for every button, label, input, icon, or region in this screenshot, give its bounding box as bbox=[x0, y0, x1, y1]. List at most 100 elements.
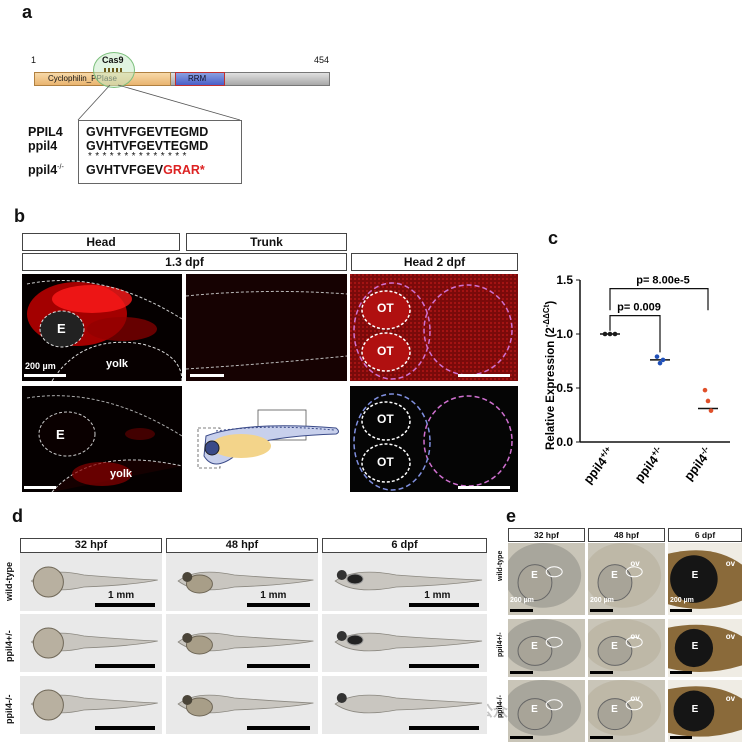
y-tick-label: 0.0 bbox=[556, 435, 573, 449]
x-tick-label-base: ppil4 bbox=[581, 455, 610, 487]
embryo-schematic bbox=[186, 386, 347, 492]
scale-bar-e bbox=[670, 671, 693, 674]
row-label-d: ppil4-/- bbox=[4, 694, 14, 725]
label-yolk-2: yolk bbox=[110, 468, 133, 480]
y-axis-label-text: Relative Expression (2 bbox=[545, 327, 557, 450]
bracket-2 bbox=[609, 288, 709, 311]
protein-end: 454 bbox=[314, 55, 330, 65]
cas9-cut-mark bbox=[104, 68, 122, 72]
scale-bar-e bbox=[510, 736, 534, 739]
label-E-e: E bbox=[691, 703, 699, 715]
seq-row-1: GVHTVFGEVTEGMD bbox=[86, 125, 209, 139]
panel-label-c: c bbox=[548, 228, 559, 248]
scale-bar-d bbox=[409, 726, 479, 730]
data-point bbox=[702, 387, 708, 393]
data-point bbox=[602, 331, 608, 337]
data-point bbox=[607, 331, 613, 337]
p-value-1: p= 0.009 bbox=[617, 302, 661, 314]
scale-label-e: 200 µm bbox=[510, 597, 534, 604]
image-head-2dpf-fluorescence bbox=[350, 274, 518, 381]
head-2dpf-control-drawing bbox=[353, 393, 513, 491]
label-yolk-1: yolk bbox=[106, 358, 129, 370]
head-fluorescence-drawing bbox=[26, 280, 182, 381]
col-header-e: 48 hpf bbox=[588, 528, 665, 542]
larva-head-image bbox=[508, 619, 585, 677]
label-ov-e: ov bbox=[725, 631, 736, 641]
panel-label-b: b bbox=[14, 206, 25, 226]
image-head-fluorescence-2 bbox=[22, 386, 182, 492]
head-2dpf-drawing bbox=[350, 274, 518, 381]
seq-name-3: ppil4-/- bbox=[28, 163, 64, 177]
scale-label-d: 1 mm bbox=[260, 590, 287, 601]
y-axis-label-close: ) bbox=[545, 301, 557, 305]
zoom-lines bbox=[77, 84, 241, 121]
data-point bbox=[657, 360, 663, 366]
sequence-box bbox=[78, 120, 242, 184]
x-tick-label: ppil4+/- bbox=[631, 444, 668, 485]
scale-bar-d bbox=[95, 726, 155, 730]
panel-label-d: d bbox=[12, 506, 23, 526]
larva-head-image bbox=[588, 680, 665, 742]
x-tick-label: ppil4+/+ bbox=[579, 444, 617, 487]
label-OT-2: OT bbox=[377, 344, 394, 358]
label-ov-e: ov bbox=[725, 558, 736, 568]
label-OT-1: OT bbox=[377, 301, 394, 315]
scale-label-e: 200 µm bbox=[670, 597, 694, 604]
scale-bar-e bbox=[510, 609, 534, 612]
rrm-domain-label: RRM bbox=[188, 74, 207, 83]
y-axis-label: Relative Expression (2-ΔΔCt) bbox=[542, 301, 557, 450]
col-header-d: 32 hpf bbox=[20, 538, 162, 553]
row-label-e: ppil4+/- bbox=[497, 632, 504, 657]
image-head-fluorescence bbox=[22, 274, 182, 381]
data-point bbox=[612, 331, 618, 337]
larva-head-image bbox=[508, 680, 585, 742]
scale-bar-b4 bbox=[24, 486, 56, 489]
seq-row-3: GVHTVFGEVGRAR* bbox=[86, 163, 205, 177]
seq-name-2: ppil4 bbox=[28, 139, 58, 153]
label-E-e: E bbox=[531, 641, 538, 653]
scale-bar-e bbox=[510, 671, 534, 674]
label-OT-4: OT bbox=[377, 455, 394, 469]
seq-name-1: PPIL4 bbox=[28, 125, 63, 139]
larva-head-image bbox=[508, 543, 585, 615]
label-E-e: E bbox=[531, 703, 538, 715]
scale-bar-b1 bbox=[24, 374, 66, 377]
header-head-2dpf: Head 2 dpf bbox=[351, 253, 518, 271]
row-label-e: wild-type bbox=[497, 550, 504, 581]
head-fluorescence-2-drawing bbox=[26, 395, 182, 492]
label-E-2: E bbox=[56, 427, 65, 442]
label-ov-e: ov bbox=[630, 693, 640, 703]
scale-label-b1: 200 µm bbox=[25, 361, 56, 371]
col-header-d: 6 dpf bbox=[322, 538, 487, 553]
scale-bar-e bbox=[590, 736, 614, 739]
larva-image bbox=[166, 614, 318, 672]
larva-head-image bbox=[668, 680, 742, 742]
label-ov-e: ov bbox=[630, 558, 640, 568]
scale-label-d: 1 mm bbox=[424, 590, 451, 601]
panel-label-e: e bbox=[506, 506, 517, 526]
data-point bbox=[705, 398, 711, 404]
larva-head-image bbox=[668, 619, 742, 677]
header-trunk: Trunk bbox=[186, 233, 347, 251]
data-point bbox=[660, 357, 666, 363]
data-point bbox=[708, 408, 714, 413]
embryo-schematic-drawing bbox=[197, 409, 339, 469]
larva-image bbox=[322, 614, 487, 672]
y-tick-label: 1.0 bbox=[556, 327, 573, 341]
bracket-1 bbox=[609, 315, 661, 353]
larva-head-image bbox=[588, 543, 665, 615]
scale-bar-d bbox=[409, 603, 479, 607]
label-E-e: E bbox=[691, 641, 699, 653]
label-E-e: E bbox=[611, 641, 618, 653]
larva-head-image bbox=[668, 543, 742, 615]
scale-bar-d bbox=[95, 664, 155, 668]
scale-label-e: 200 µm bbox=[590, 597, 614, 604]
col-header-d: 48 hpf bbox=[166, 538, 318, 553]
rrm-domain bbox=[175, 72, 225, 86]
label-OT-3: OT bbox=[377, 412, 394, 426]
scale-bar-b6 bbox=[458, 486, 510, 489]
label-E-e: E bbox=[691, 570, 699, 582]
scale-label-d: 1 mm bbox=[108, 590, 135, 601]
scale-bar-b2 bbox=[190, 374, 224, 377]
row-label-d: ppil4+/- bbox=[4, 630, 14, 662]
